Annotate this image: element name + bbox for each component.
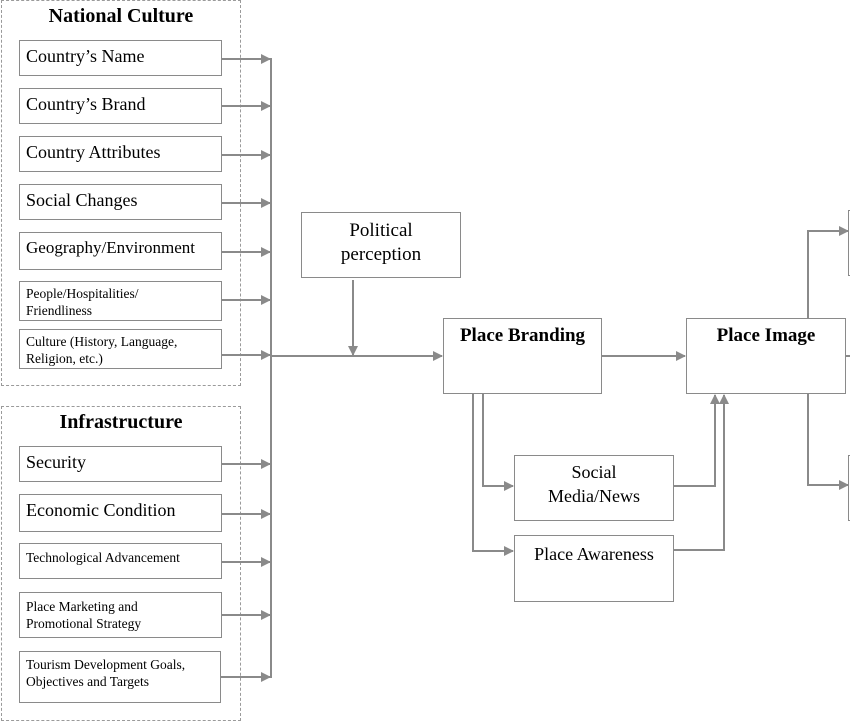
- cropped-outcome-box-top: [848, 210, 850, 276]
- country-brand-label: Country’s Brand: [26, 94, 146, 114]
- arrow-image-to-top-outcome: [807, 226, 849, 318]
- place-image-box: Place Image: [686, 318, 846, 394]
- place-marketing-box: Place Marketing and Promotional Strategy: [19, 592, 222, 638]
- country-name-label: Country’s Name: [26, 46, 145, 66]
- geography-environment-label: Geography/Environment: [26, 238, 196, 257]
- culture-label: Culture (History, Language, Religion, et…: [26, 334, 178, 366]
- place-awareness-label: Place Awareness: [534, 544, 654, 564]
- arrow-social-to-image: [674, 394, 720, 487]
- arrow-branding-to-awareness: [472, 394, 514, 556]
- infrastructure-title: Infrastructure: [59, 411, 183, 433]
- people-hospitalities-box: People/Hospitalities/ Friendliness: [19, 281, 222, 321]
- place-image-label: Place Image: [716, 325, 816, 346]
- tourism-development-box: Tourism Development Goals, Objectives an…: [19, 651, 221, 703]
- arrow-image-to-bottom-outcome: [807, 394, 849, 490]
- place-awareness-box: Place Awareness: [514, 535, 674, 602]
- culture-box: Culture (History, Language, Religion, et…: [19, 329, 222, 369]
- social-changes-label: Social Changes: [26, 190, 138, 210]
- national-culture-title: National Culture: [48, 5, 194, 27]
- security-box: Security: [19, 446, 222, 482]
- people-hospitalities-label: People/Hospitalities/ Friendliness: [26, 286, 139, 318]
- tourism-development-label: Tourism Development Goals, Objectives an…: [26, 657, 186, 689]
- arrow-awareness-to-image: [674, 394, 729, 551]
- country-name-box: Country’s Name: [19, 40, 222, 76]
- political-perception-label: Political perception: [340, 220, 422, 265]
- place-marketing-label: Place Marketing and Promotional Strategy: [26, 599, 142, 631]
- national-culture-group: National Culture: [1, 0, 241, 386]
- place-branding-label: Place Branding: [459, 325, 586, 346]
- arrow-branding-to-social: [482, 394, 514, 491]
- security-label: Security: [26, 452, 86, 472]
- political-perception-box: Political perception: [301, 212, 461, 278]
- economic-condition-box: Economic Condition: [19, 494, 222, 532]
- technological-advancement-label: Technological Advancement: [26, 550, 180, 565]
- place-branding-box: Place Branding: [443, 318, 602, 394]
- social-media-news-box: Social Media/News: [514, 455, 674, 521]
- social-changes-box: Social Changes: [19, 184, 222, 220]
- country-attributes-box: Country Attributes: [19, 136, 222, 172]
- country-brand-box: Country’s Brand: [19, 88, 222, 124]
- country-attributes-label: Country Attributes: [26, 142, 161, 162]
- geography-environment-box: Geography/Environment: [19, 232, 222, 270]
- technological-advancement-box: Technological Advancement: [19, 543, 222, 579]
- economic-condition-label: Economic Condition: [26, 500, 176, 520]
- social-media-news-label: Social Media/News: [548, 462, 640, 506]
